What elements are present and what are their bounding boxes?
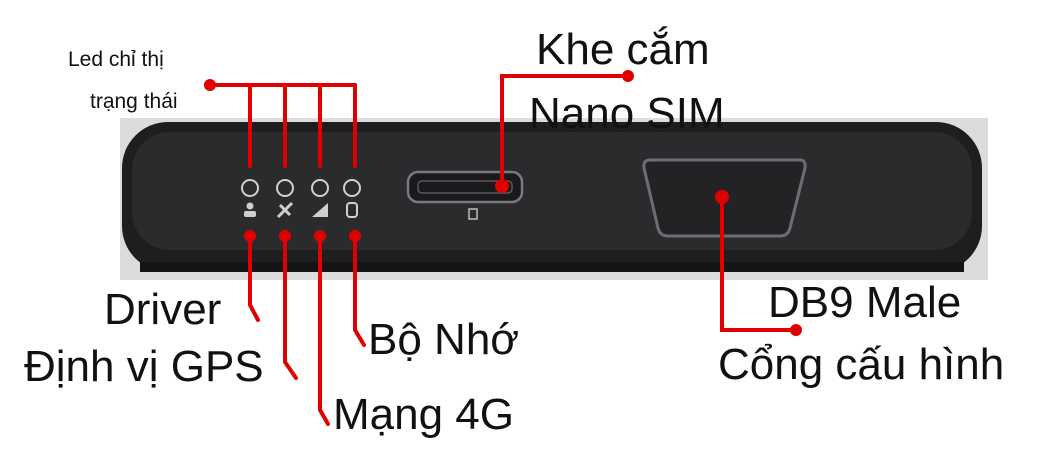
sim-slot-label-line2: Nano SIM (529, 89, 725, 138)
led-status-label-line1: Led chỉ thị (68, 48, 164, 71)
network-label: Mạng 4G (333, 390, 514, 439)
signal-bars-icon (312, 203, 328, 217)
storage-icon (346, 202, 358, 218)
led-driver (241, 179, 259, 197)
sim-slot-label-line1: Khe cắm (536, 25, 710, 74)
person-icon (244, 202, 256, 217)
led-network (311, 179, 329, 197)
driver-label: Driver (104, 285, 222, 334)
gps-label: Định vị GPS (24, 342, 264, 391)
db9-label-line2: Cổng cấu hình (718, 340, 1005, 389)
satellite-icon (276, 201, 294, 219)
led-memory (343, 179, 361, 197)
db9-label-line1: DB9 Male (768, 278, 962, 327)
callout-lines (208, 74, 798, 426)
device-bottom-edge (140, 262, 964, 272)
callout-dots (204, 70, 802, 336)
sim-slot (406, 170, 524, 204)
led-gps (276, 179, 294, 197)
sim-slot-inner (417, 180, 513, 194)
memory-label: Bộ Nhớ (368, 315, 520, 364)
sim-card-icon (468, 208, 478, 220)
led-status-label-line2: trạng thái (90, 90, 178, 113)
